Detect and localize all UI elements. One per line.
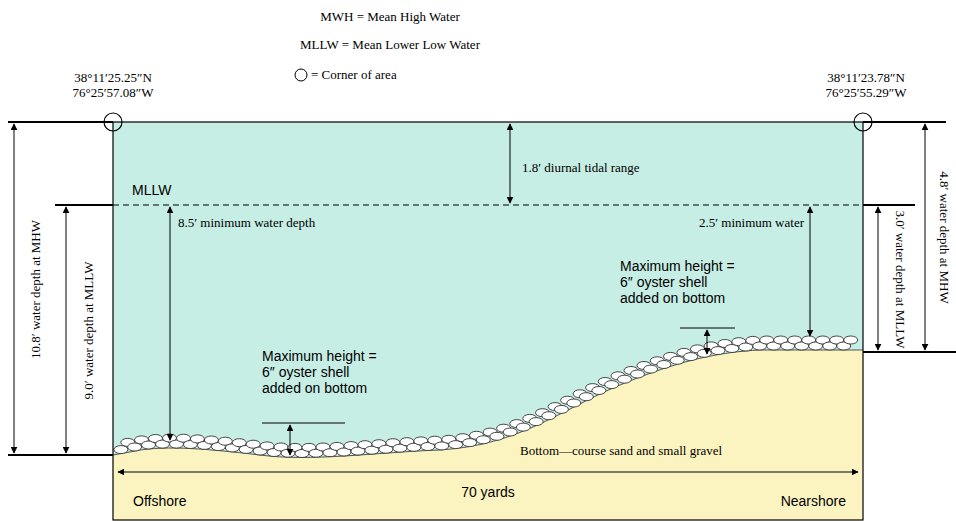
sand-bottom [113, 350, 863, 520]
oyster-shell [476, 436, 490, 444]
oyster-shell [684, 353, 698, 361]
dimension-arrow [14, 124, 15, 453]
annotation-label: Maximum height = 6″ oyster shell added o… [262, 348, 384, 396]
corner-marker [104, 113, 122, 131]
corner-marker [854, 113, 872, 131]
dimension-arrow [707, 330, 708, 354]
dimension-label: 9.0′ water depth at MLLW [82, 261, 97, 399]
mhw-line [8, 121, 113, 123]
annotation-label: MLLW = Mean Lower Low Water [300, 38, 480, 53]
mhw-line [863, 121, 946, 123]
bottom-line [863, 351, 956, 353]
leader-line [262, 423, 345, 424]
annotation-label: MLLW [132, 182, 171, 198]
area-outline [113, 122, 863, 520]
annotation-label: 2.5′ minimum water [699, 216, 804, 231]
oyster-shell [567, 399, 581, 407]
annotation-label: 70 yards [461, 484, 515, 500]
dimension-arrow [170, 207, 171, 440]
water [113, 122, 863, 520]
annotation-label: Offshore [133, 493, 186, 509]
oyster-shell [554, 405, 568, 413]
oyster-shell [463, 439, 477, 447]
bottom-line [8, 454, 113, 456]
oyster-shell [542, 412, 556, 420]
oyster-shell [592, 387, 606, 395]
annotation-label: 38°11′23.78″N 76°25′55.29″W [806, 71, 926, 101]
annotation-label: = Corner of area [311, 68, 397, 83]
dimension-label: 3.0′ water depth at MLLW [893, 210, 908, 348]
oyster-shell [644, 365, 658, 373]
annotation-label: Maximum height = 6″ oyster shell added o… [620, 258, 742, 306]
annotation-label: MWH = Mean High Water [320, 10, 460, 25]
annotation-label: Nearshore [781, 493, 846, 509]
oyster-shell [631, 370, 645, 378]
dimension-arrow [66, 207, 67, 453]
oyster-shell [618, 375, 632, 383]
oyster-shell [844, 336, 858, 344]
dimension-label: 10.8′ water depth at MHW [29, 220, 44, 359]
oyster-shell [605, 381, 619, 389]
oyster-shell [114, 446, 128, 454]
oyster-shell [490, 432, 504, 440]
oyster-shell [579, 393, 593, 401]
dimension-label: 4.8′ water depth at MHW [936, 171, 951, 303]
oyster-shell [657, 361, 671, 369]
dimension-arrow [810, 207, 811, 336]
key-symbol [295, 69, 307, 81]
mllw-line [113, 204, 863, 205]
oyster-shell [529, 418, 543, 426]
mllw-line [55, 204, 113, 206]
dimension-arrow [878, 207, 879, 350]
leader-line [680, 328, 735, 329]
bottom-profile [113, 350, 863, 457]
dimension-arrow [925, 124, 926, 350]
oyster-shells [114, 336, 858, 458]
oyster-shell [697, 349, 711, 357]
dimension-arrow [118, 472, 858, 473]
annotation-label: Bottom—course sand and small gravel [520, 444, 722, 459]
oyster-shell [503, 428, 517, 436]
annotation-label: 8.5′ minimum water depth [178, 216, 315, 231]
oyster-shell [670, 356, 684, 364]
dimension-arrow [290, 425, 291, 455]
dimension-arrow [510, 124, 511, 203]
mllw-line [863, 204, 915, 206]
annotation-label: 38°11′25.25″N 76°25′57.08″W [53, 71, 173, 101]
annotation-label: 1.8′ diurnal tidal range [522, 161, 640, 176]
oyster-shell [516, 423, 530, 431]
